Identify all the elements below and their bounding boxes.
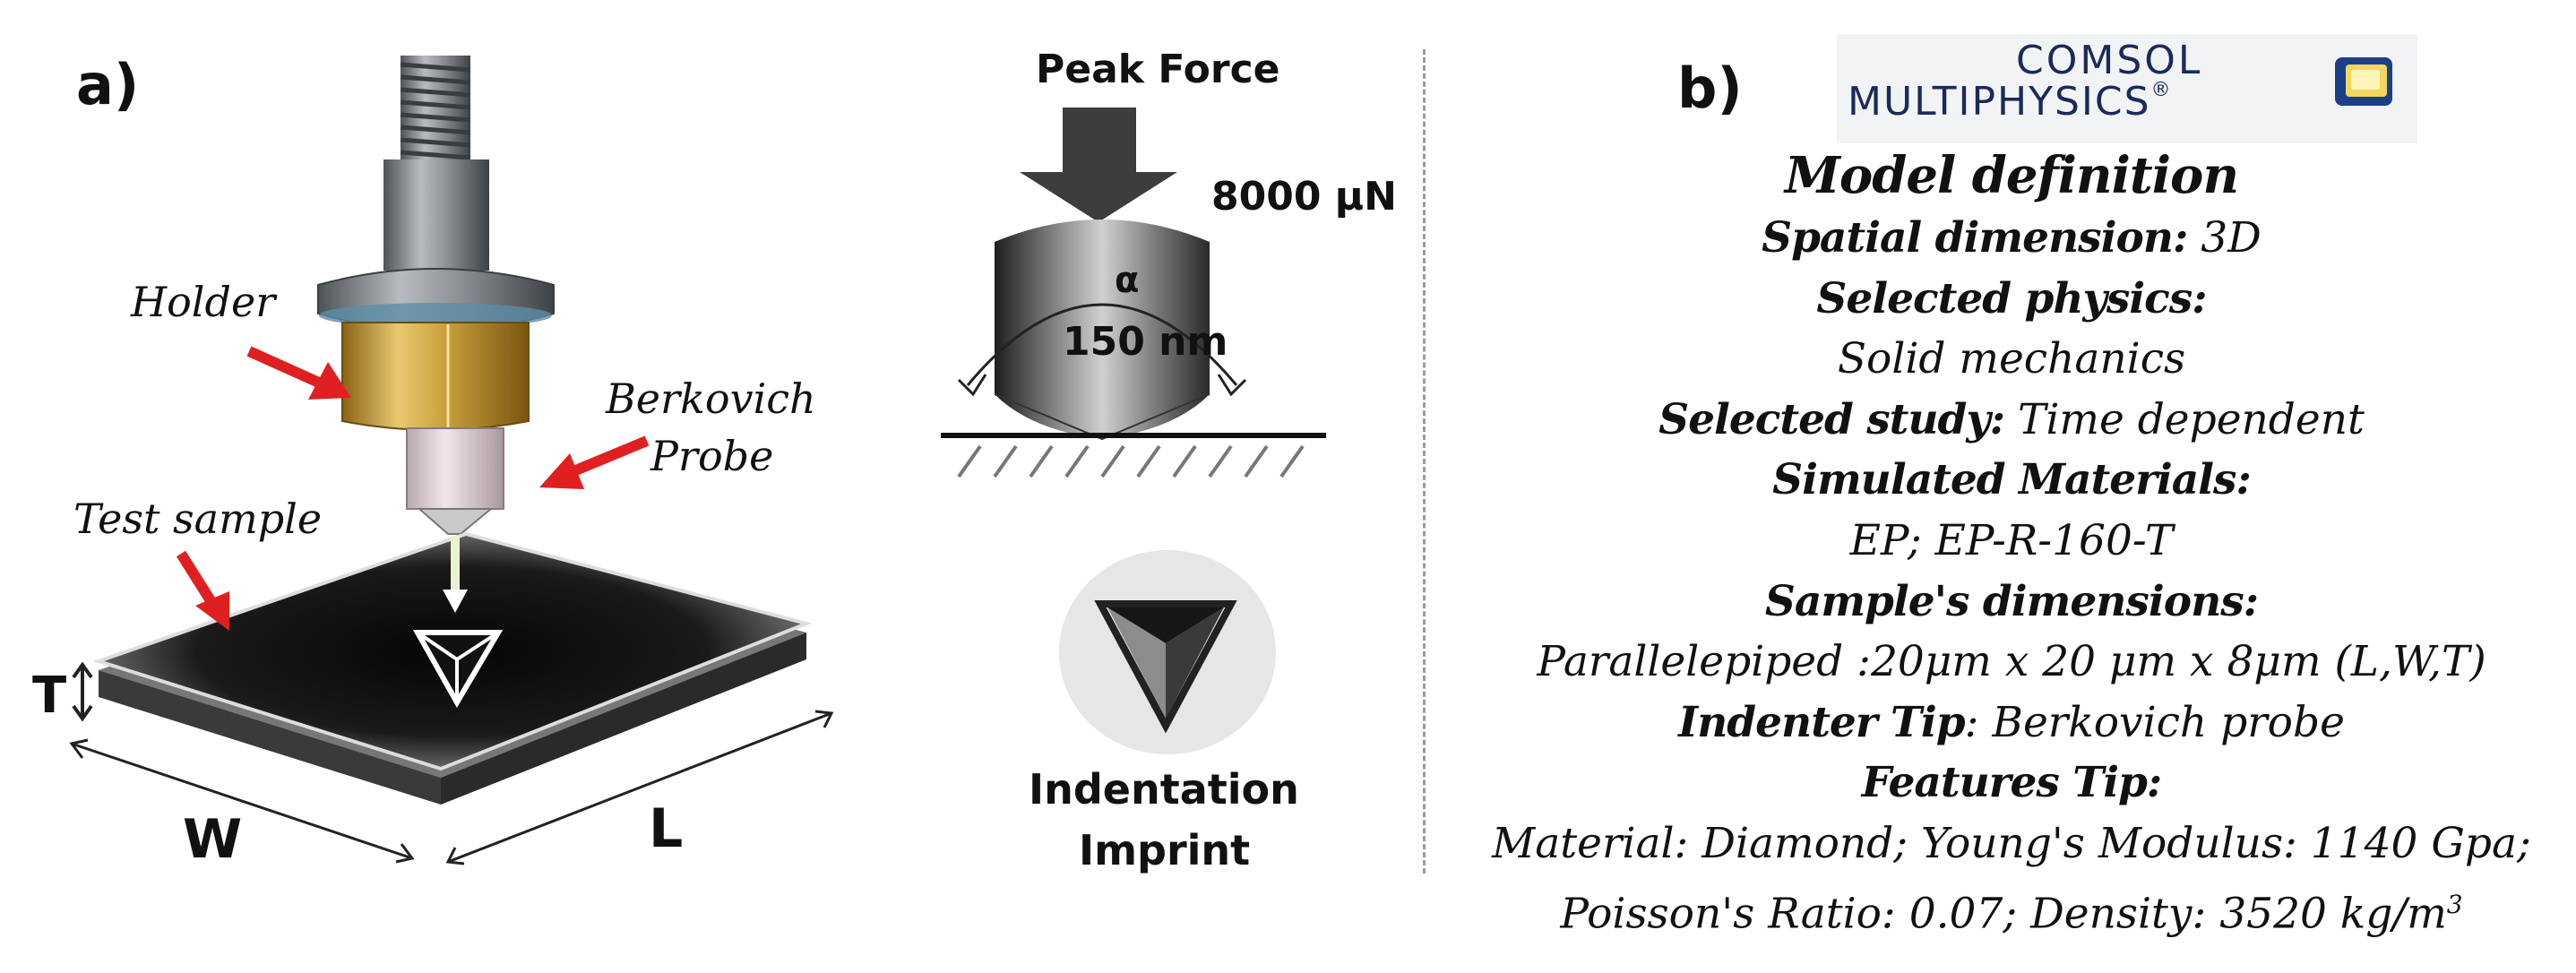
logo-line1: COMSOL [2016,38,2203,83]
spatial-dimension-line: Spatial dimension: 3D [1447,208,2576,269]
dimension-l-indicator [445,710,834,865]
indentation-imprint-icon [1059,550,1276,754]
features-tip-line2-text: Poisson's Ratio: 0.07; Density: 3520 kg/… [1560,889,2447,939]
dimension-l-label: L [649,797,684,860]
logo-line2-text: MULTIPHYSICS [1848,79,2151,125]
holder-pointer-arrow [246,346,351,400]
angle-symbol: α [1115,260,1140,301]
indenter-schematic [941,108,1326,478]
panel-a-tag: a) [76,52,140,117]
imprint-label-line1: Indentation [1029,765,1299,814]
threaded-shaft [400,56,471,163]
features-tip-label: Features Tip: [1861,758,2163,808]
panel-divider [1423,49,1426,874]
panel-b-tag: b) [1677,56,1743,121]
indenter-tip-line: Indenter Tip: Berkovich probe [1447,693,2576,753]
spatial-dimension-label: Spatial dimension: [1762,213,2188,263]
selected-physics-label: Selected physics: [1816,273,2207,323]
sample-dimensions-value: Parallelepiped :20μm x 20 μm x 8μm (L,W,… [1537,637,2486,687]
indenter-tip-label: Indenter Tip [1678,697,1966,747]
sample-dimensions-label: Sample's dimensions: [1764,576,2259,626]
holder-label: Holder [131,278,276,326]
simulated-materials-value: EP; EP-R-160-T [1849,515,2174,565]
features-tip-sup: 3 [2446,889,2463,919]
berkovich-label-line2: Probe [650,432,774,480]
selected-physics-value: Solid mechanics [1837,334,2186,384]
dimension-t-indicator [72,661,93,722]
probe-tip [417,508,494,535]
comsol-logo-icon [2335,57,2392,106]
selected-study-label: Selected study: [1658,394,2005,444]
collar [383,159,489,271]
comsol-logo: COMSOL MULTIPHYSICS® [1837,34,2417,143]
brass-holder [341,322,530,431]
features-tip-line2: Poisson's Ratio: 0.07; Density: 3520 kg/… [1447,874,2576,944]
peak-force-arrow [1020,108,1177,222]
dimension-w-indicator [69,738,415,864]
force-value: 8000 μN [1211,174,1397,220]
test-sample-label: Test sample [73,495,323,543]
nanoindenter-illustration [69,56,834,865]
dimension-t-label: T [32,667,67,725]
peak-force-title: Peak Force [1036,47,1280,92]
model-definition-title: Model definition [1784,146,2239,205]
berkovich-label-line1: Berkovich [606,375,816,423]
sample-imprint-icon [412,630,504,709]
probe-body [406,427,504,510]
probe-pointer-arrow [539,435,650,489]
simulated-materials-label: Simulated Materials: [1772,455,2252,505]
imprint-label-line2: Imprint [1079,826,1251,874]
depth-value: 150 nm [1063,319,1228,365]
indenter-cylinder [995,220,1210,439]
selected-study-value: Time dependent [2004,394,2365,444]
model-definition-panel: Model definition Spatial dimension: 3D S… [1447,143,2576,944]
logo-line2: MULTIPHYSICS® [1848,79,2173,125]
spatial-dimension-value: 3D [2187,213,2262,263]
indenter-tip-value: : Berkovich probe [1964,697,2345,747]
sample-pointer-arrow [176,550,229,631]
features-tip-line1: Material: Diamond; Young's Modulus: 1140… [1492,818,2531,868]
dimension-w-label: W [183,808,243,871]
logo-registered: ® [2150,79,2173,101]
selected-study-line: Selected study: Time dependent [1447,390,2576,451]
